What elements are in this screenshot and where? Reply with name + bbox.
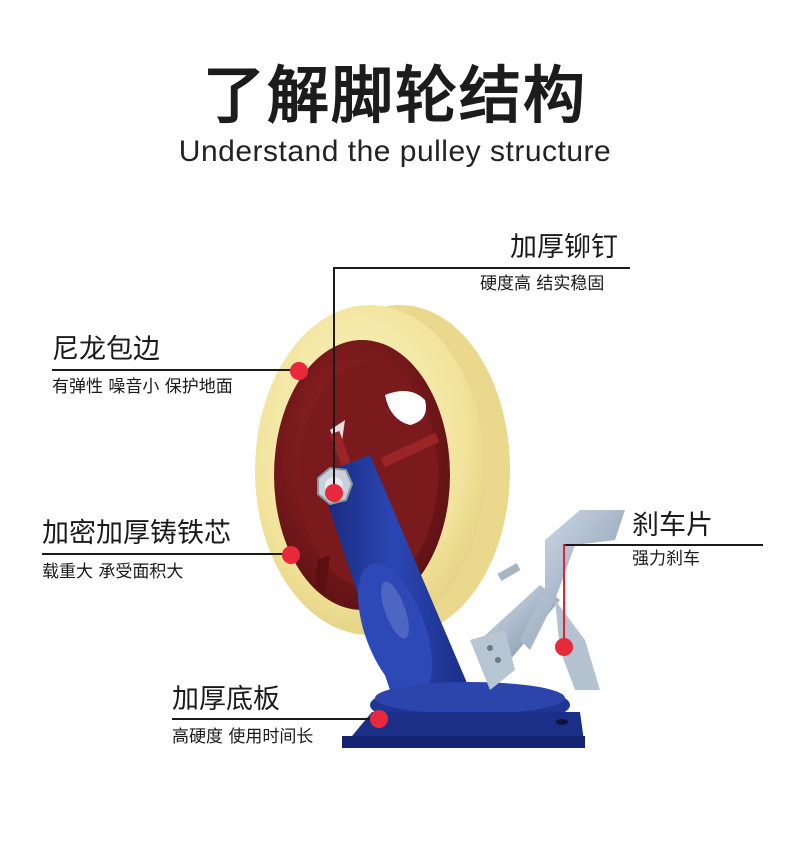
callout-rivet-desc: 硬度高 结实稳固 (480, 274, 605, 294)
callout-brake-leader (563, 544, 565, 644)
callout-base-dot (370, 710, 388, 728)
callout-nylon-line (52, 369, 297, 371)
page-title: 了解脚轮结构 (202, 59, 587, 132)
callout-rivet-leader (333, 267, 335, 487)
callout-rivet-dot (325, 484, 343, 502)
callout-nylon-desc: 有弹性 噪音小 保护地面 (52, 377, 233, 397)
callout-core-dot (282, 546, 300, 564)
callout-rivet-line (333, 267, 630, 269)
callout-base-line (172, 718, 377, 720)
page-subtitle: Understand the pulley structure (178, 135, 612, 168)
callout-nylon-title: 尼龙包边 (52, 334, 160, 365)
callout-core-desc: 载重大 承受面积大 (42, 562, 184, 582)
swivel-bracket (318, 455, 470, 705)
base-plate (342, 712, 585, 748)
callout-base-title: 加厚底板 (172, 684, 280, 715)
callout-base-desc: 高硬度 使用时间长 (172, 727, 314, 747)
callout-core-title: 加密加厚铸铁芯 (42, 518, 231, 549)
callout-brake-dot (555, 638, 573, 656)
callout-brake-line (563, 544, 763, 546)
callout-nylon-dot (290, 362, 308, 380)
callout-rivet-title: 加厚铆钉 (510, 232, 618, 263)
callout-brake-title: 刹车片 (632, 510, 713, 541)
callout-brake-desc: 强力刹车 (632, 549, 700, 569)
callout-core-line (42, 553, 290, 555)
brake-assembly (470, 510, 625, 690)
